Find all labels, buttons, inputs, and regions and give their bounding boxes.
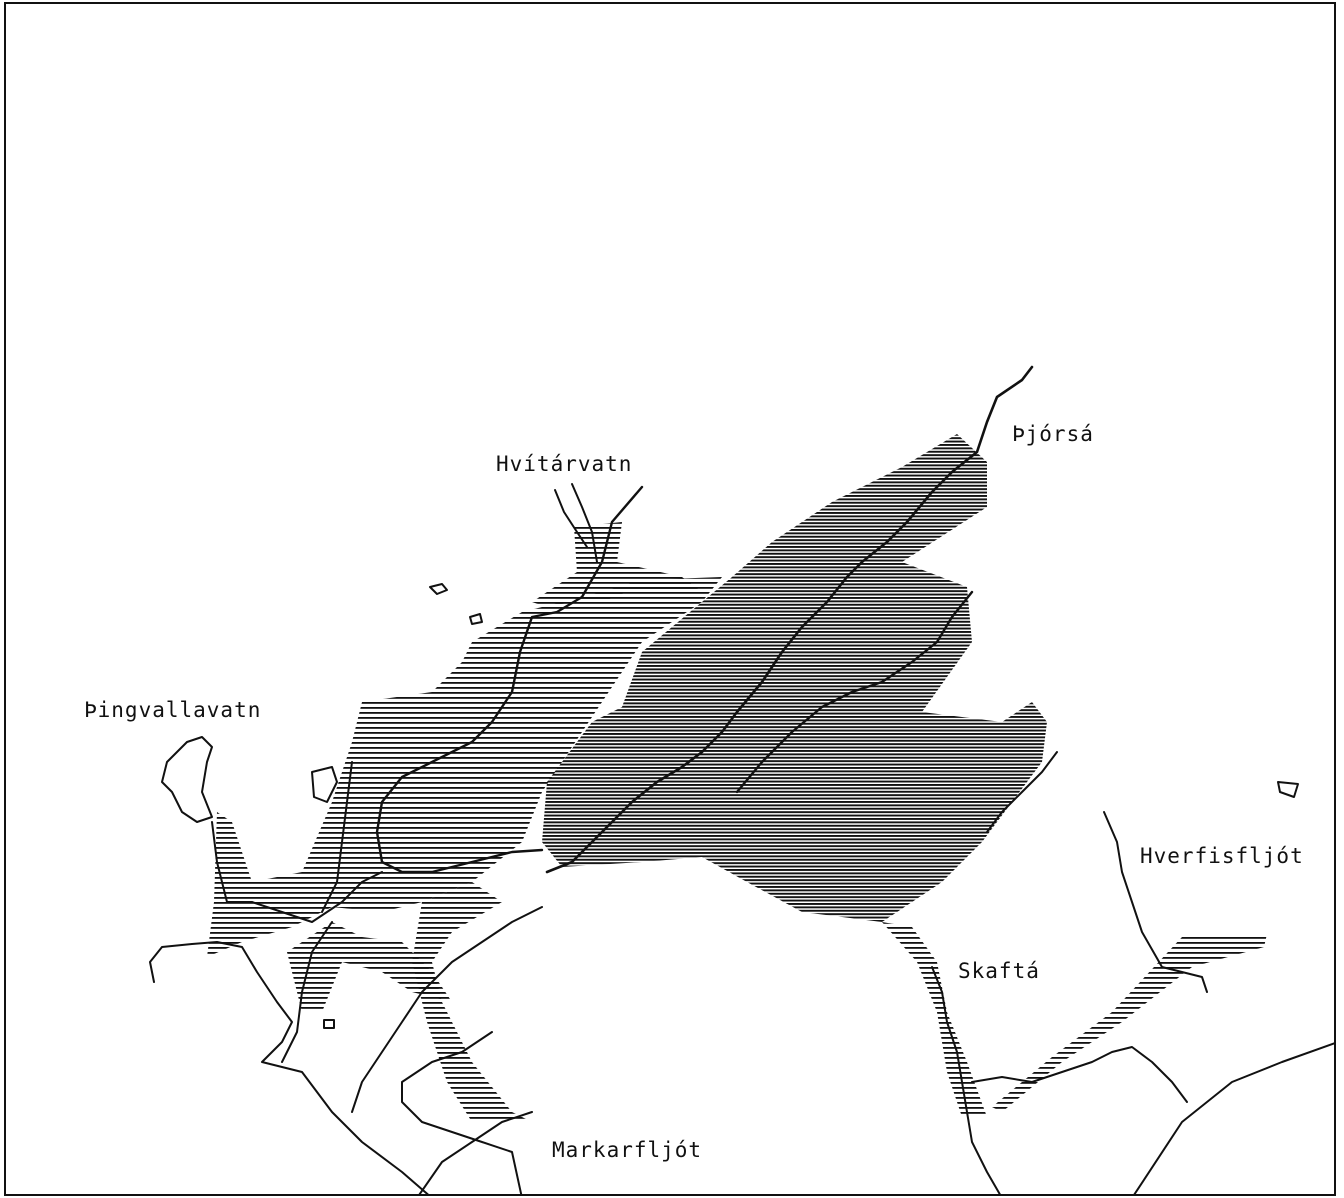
river-skafta <box>931 966 1001 1194</box>
river-markarfljot-lower <box>401 1031 523 1194</box>
river-hvita <box>375 485 644 874</box>
label-thingvallavatn: Þingvallavatn <box>84 698 262 722</box>
western-lava-flow <box>207 577 722 957</box>
lake-small-4 <box>323 1019 335 1029</box>
river-mark-south <box>418 1111 533 1194</box>
label-skafta: Skaftá <box>958 959 1040 983</box>
river-tungnaa <box>735 590 974 794</box>
skafta-lava-tongue <box>882 922 987 1117</box>
coastline-east <box>1133 1042 1334 1194</box>
lake-small-2 <box>469 613 483 625</box>
hvitarvatn-flow <box>532 522 702 607</box>
river-thjorsa <box>545 365 1034 874</box>
lake-small-1 <box>429 583 448 595</box>
label-hverfisfljot: Hverfisfljót <box>1140 844 1304 868</box>
river-east-glacier <box>986 751 1058 833</box>
map-frame: Þjórsá Hvítárvatn Þingvallavatn Hverfisf… <box>4 2 1336 1196</box>
map-linework <box>149 365 1334 1194</box>
river-west-inner <box>321 761 353 913</box>
label-markarfljot: Markarfljót <box>552 1138 703 1162</box>
lake-hverfis <box>1277 781 1299 798</box>
river-markarfljot <box>351 906 543 1113</box>
southwest-lava-tongue <box>287 922 452 1012</box>
river-olfusa <box>281 921 333 1063</box>
lake-thingvallavatn <box>161 736 213 823</box>
markarfljot-lava-tongue <box>412 882 532 1122</box>
river-hverfisfljot <box>1103 811 1208 993</box>
lake-small-3 <box>311 766 338 803</box>
hverfisfljot-lava-tongue <box>992 934 1267 1112</box>
lava-hatch-regions <box>207 434 1267 1122</box>
lava-flow-map <box>149 365 1334 1194</box>
river-hvita-headwater-2 <box>571 483 598 563</box>
river-hvita-headwater-1 <box>554 489 588 548</box>
main-lava-flow <box>542 434 1047 922</box>
river-sog <box>211 821 383 923</box>
river-skafta-east <box>971 1046 1188 1103</box>
label-hvitarvatn: Hvítárvatn <box>496 452 633 476</box>
label-thjorsa: Þjórsá <box>1012 422 1094 446</box>
coastline <box>149 941 429 1194</box>
